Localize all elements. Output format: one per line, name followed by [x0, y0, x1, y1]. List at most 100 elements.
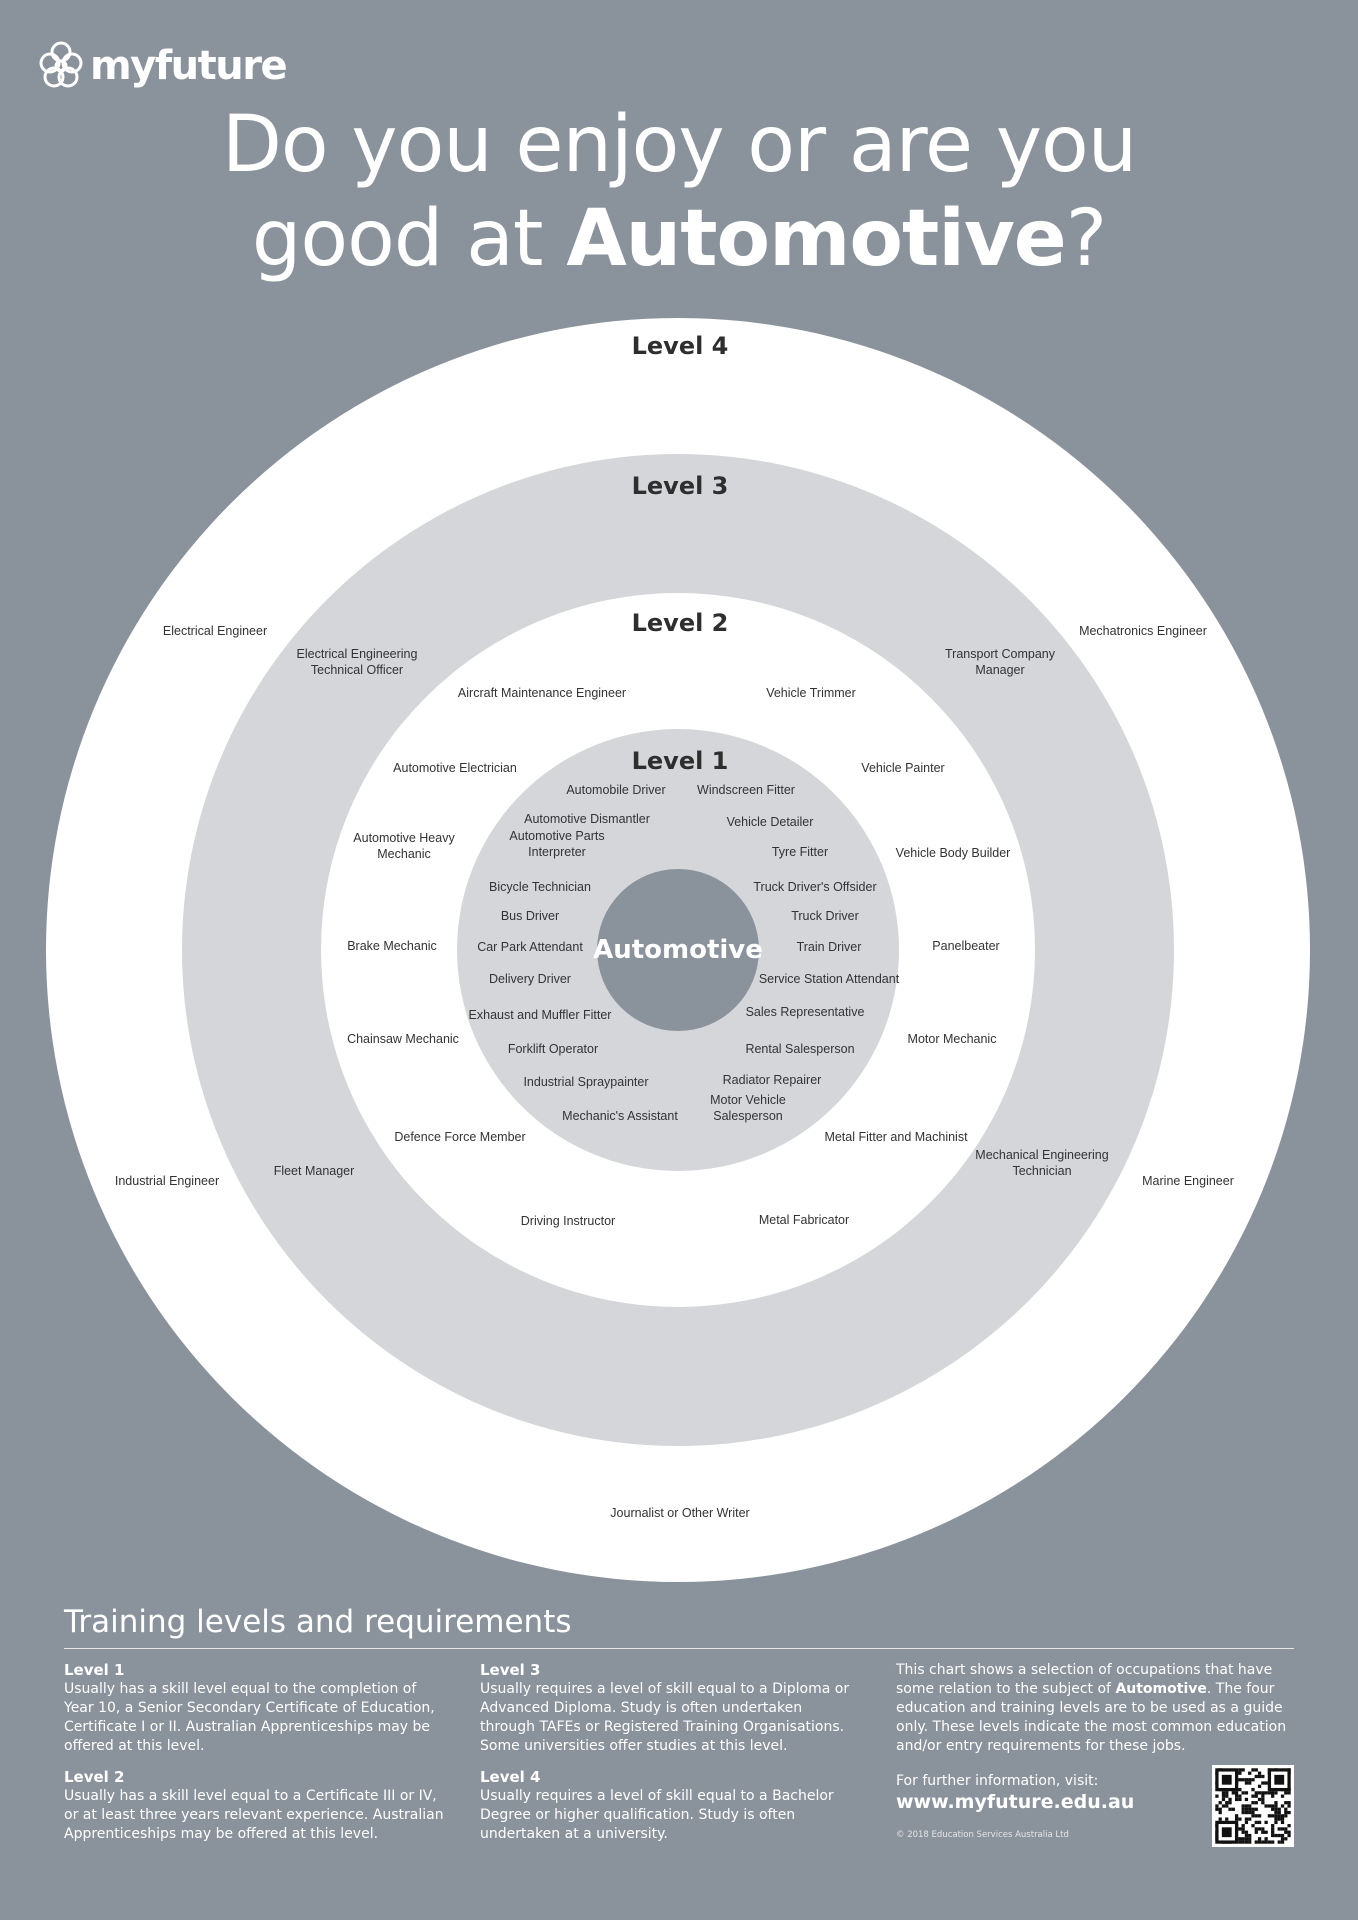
level-2-description: Usually has a skill level equal to a Cer…: [64, 1788, 444, 1842]
chart-note-prefix: This chart shows a selection of occupati…: [896, 1662, 1273, 1697]
center-label: Automotive: [593, 935, 763, 965]
occupation-label-line: Automotive Heavy: [353, 831, 455, 845]
occupation-label: Car Park Attendant: [477, 940, 583, 954]
occupation-label: Truck Driver: [791, 909, 859, 923]
occupation-label: Driving Instructor: [521, 1214, 615, 1228]
headline-prefix: good at: [251, 194, 567, 284]
occupation-label-line: Service Station Attendant: [759, 972, 900, 986]
occupation-label-line: Mechanic's Assistant: [562, 1109, 678, 1123]
occupation-label-line: Mechanic: [377, 847, 431, 861]
occupation-label: Metal Fabricator: [759, 1213, 849, 1227]
chart-note-subject: Automotive: [1115, 1681, 1207, 1697]
occupation-label-line: Aircraft Maintenance Engineer: [458, 686, 626, 700]
headline-line2: good at Automotive?: [0, 192, 1358, 286]
level-4-label: Level 4: [632, 332, 729, 360]
occupation-label-line: Industrial Engineer: [115, 1174, 219, 1188]
headline-subject: Automotive: [566, 194, 1066, 284]
occupation-label-line: Sales Representative: [746, 1005, 865, 1019]
occupation-label: Vehicle Body Builder: [896, 846, 1011, 860]
occupation-label: Marine Engineer: [1142, 1174, 1234, 1188]
occupation-label: Metal Fitter and Machinist: [824, 1130, 968, 1144]
occupation-label: Panelbeater: [932, 939, 999, 953]
occupation-label-line: Vehicle Painter: [861, 761, 944, 775]
occupation-label: Motor Mechanic: [908, 1032, 997, 1046]
occupation-label-line: Forklift Operator: [508, 1042, 598, 1056]
occupation-label-line: Windscreen Fitter: [697, 783, 795, 797]
occupation-label: Vehicle Painter: [861, 761, 944, 775]
occupation-label-line: Car Park Attendant: [477, 940, 583, 954]
occupation-label-line: Train Driver: [797, 940, 862, 954]
footer-column-3: This chart shows a selection of occupati…: [896, 1661, 1294, 1856]
occupation-label-line: Truck Driver: [791, 909, 859, 923]
level-1-heading: Level 1: [64, 1661, 125, 1679]
occupation-label-line: Manager: [975, 663, 1024, 677]
headline-line1: Do you enjoy or are you: [221, 100, 1137, 190]
occupation-label-line: Metal Fitter and Machinist: [824, 1130, 968, 1144]
footer: Training levels and requirements Level 1…: [64, 1604, 1294, 1856]
myfuture-logo: myfuture: [38, 36, 288, 96]
qr-code-icon[interactable]: [1212, 1765, 1294, 1847]
occupation-label-line: Marine Engineer: [1142, 1174, 1234, 1188]
occupation-label-line: Bus Driver: [501, 909, 559, 923]
occupation-label-line: Brake Mechanic: [347, 939, 437, 953]
occupation-label: Brake Mechanic: [347, 939, 437, 953]
footer-column-2: Level 3 Usually requires a level of skil…: [480, 1661, 860, 1856]
occupation-label: Radiator Repairer: [723, 1073, 822, 1087]
occupation-label-line: Electrical Engineer: [163, 624, 267, 638]
level-4-description: Usually requires a level of skill equal …: [480, 1788, 834, 1842]
occupation-label: Windscreen Fitter: [697, 783, 795, 797]
occupation-label: Bus Driver: [501, 909, 559, 923]
further-info-text: For further information, visit:: [896, 1773, 1099, 1789]
occupation-label: Exhaust and Muffler Fitter: [469, 1008, 612, 1022]
occupation-label: Delivery Driver: [489, 972, 571, 986]
occupation-label-line: Tyre Fitter: [772, 845, 828, 859]
occupation-label-line: Transport Company: [945, 647, 1056, 661]
occupation-label-line: Automotive Dismantler: [524, 812, 650, 826]
occupation-label-line: Journalist or Other Writer: [610, 1506, 749, 1520]
occupation-label-line: Motor Mechanic: [908, 1032, 997, 1046]
occupation-label: Vehicle Trimmer: [766, 686, 856, 700]
occupation-label-line: Truck Driver's Offsider: [753, 880, 876, 894]
occupation-label-line: Electrical Engineering: [297, 647, 418, 661]
level-1-label: Level 1: [632, 747, 729, 775]
logo-text: myfuture: [90, 43, 288, 89]
occupation-label-line: Automotive Parts: [509, 829, 604, 843]
occupation-label: Automobile Driver: [566, 783, 665, 797]
occupation-label: Automotive Electrician: [393, 761, 517, 775]
occupation-label: Defence Force Member: [394, 1130, 525, 1144]
occupation-label-line: Radiator Repairer: [723, 1073, 822, 1087]
headline: Do you enjoy or are you good at Automoti…: [0, 98, 1358, 286]
occupation-label: Electrical Engineer: [163, 624, 267, 638]
occupation-label: Service Station Attendant: [759, 972, 900, 986]
level-2-heading: Level 2: [64, 1768, 125, 1786]
level-2-label: Level 2: [632, 609, 729, 637]
level-4-heading: Level 4: [480, 1768, 541, 1786]
occupation-label: Journalist or Other Writer: [610, 1506, 749, 1520]
occupation-label-line: Motor Vehicle: [710, 1093, 786, 1107]
occupation-label-line: Mechanical Engineering: [975, 1148, 1108, 1162]
occupation-label-line: Driving Instructor: [521, 1214, 615, 1228]
chart-note: This chart shows a selection of occupati…: [896, 1661, 1294, 1756]
footer-column-1: Level 1 Usually has a skill level equal …: [64, 1661, 444, 1856]
footer-title: Training levels and requirements: [64, 1604, 1294, 1649]
website-link[interactable]: www.myfuture.edu.au: [896, 1791, 1135, 1813]
level-3-heading: Level 3: [480, 1661, 541, 1679]
occupation-label: Tyre Fitter: [772, 845, 828, 859]
occupation-label: Industrial Spraypainter: [523, 1075, 648, 1089]
occupation-label: Bicycle Technician: [489, 880, 591, 894]
occupation-label: Aircraft Maintenance Engineer: [458, 686, 626, 700]
occupation-label-line: Vehicle Body Builder: [896, 846, 1011, 860]
occupation-label-line: Rental Salesperson: [745, 1042, 854, 1056]
occupation-label: Industrial Engineer: [115, 1174, 219, 1188]
occupation-label-line: Mechatronics Engineer: [1079, 624, 1207, 638]
occupation-label: Vehicle Detailer: [727, 815, 814, 829]
occupation-label: Forklift Operator: [508, 1042, 598, 1056]
occupation-label: Truck Driver's Offsider: [753, 880, 876, 894]
flower-logo-icon: [39, 41, 83, 88]
